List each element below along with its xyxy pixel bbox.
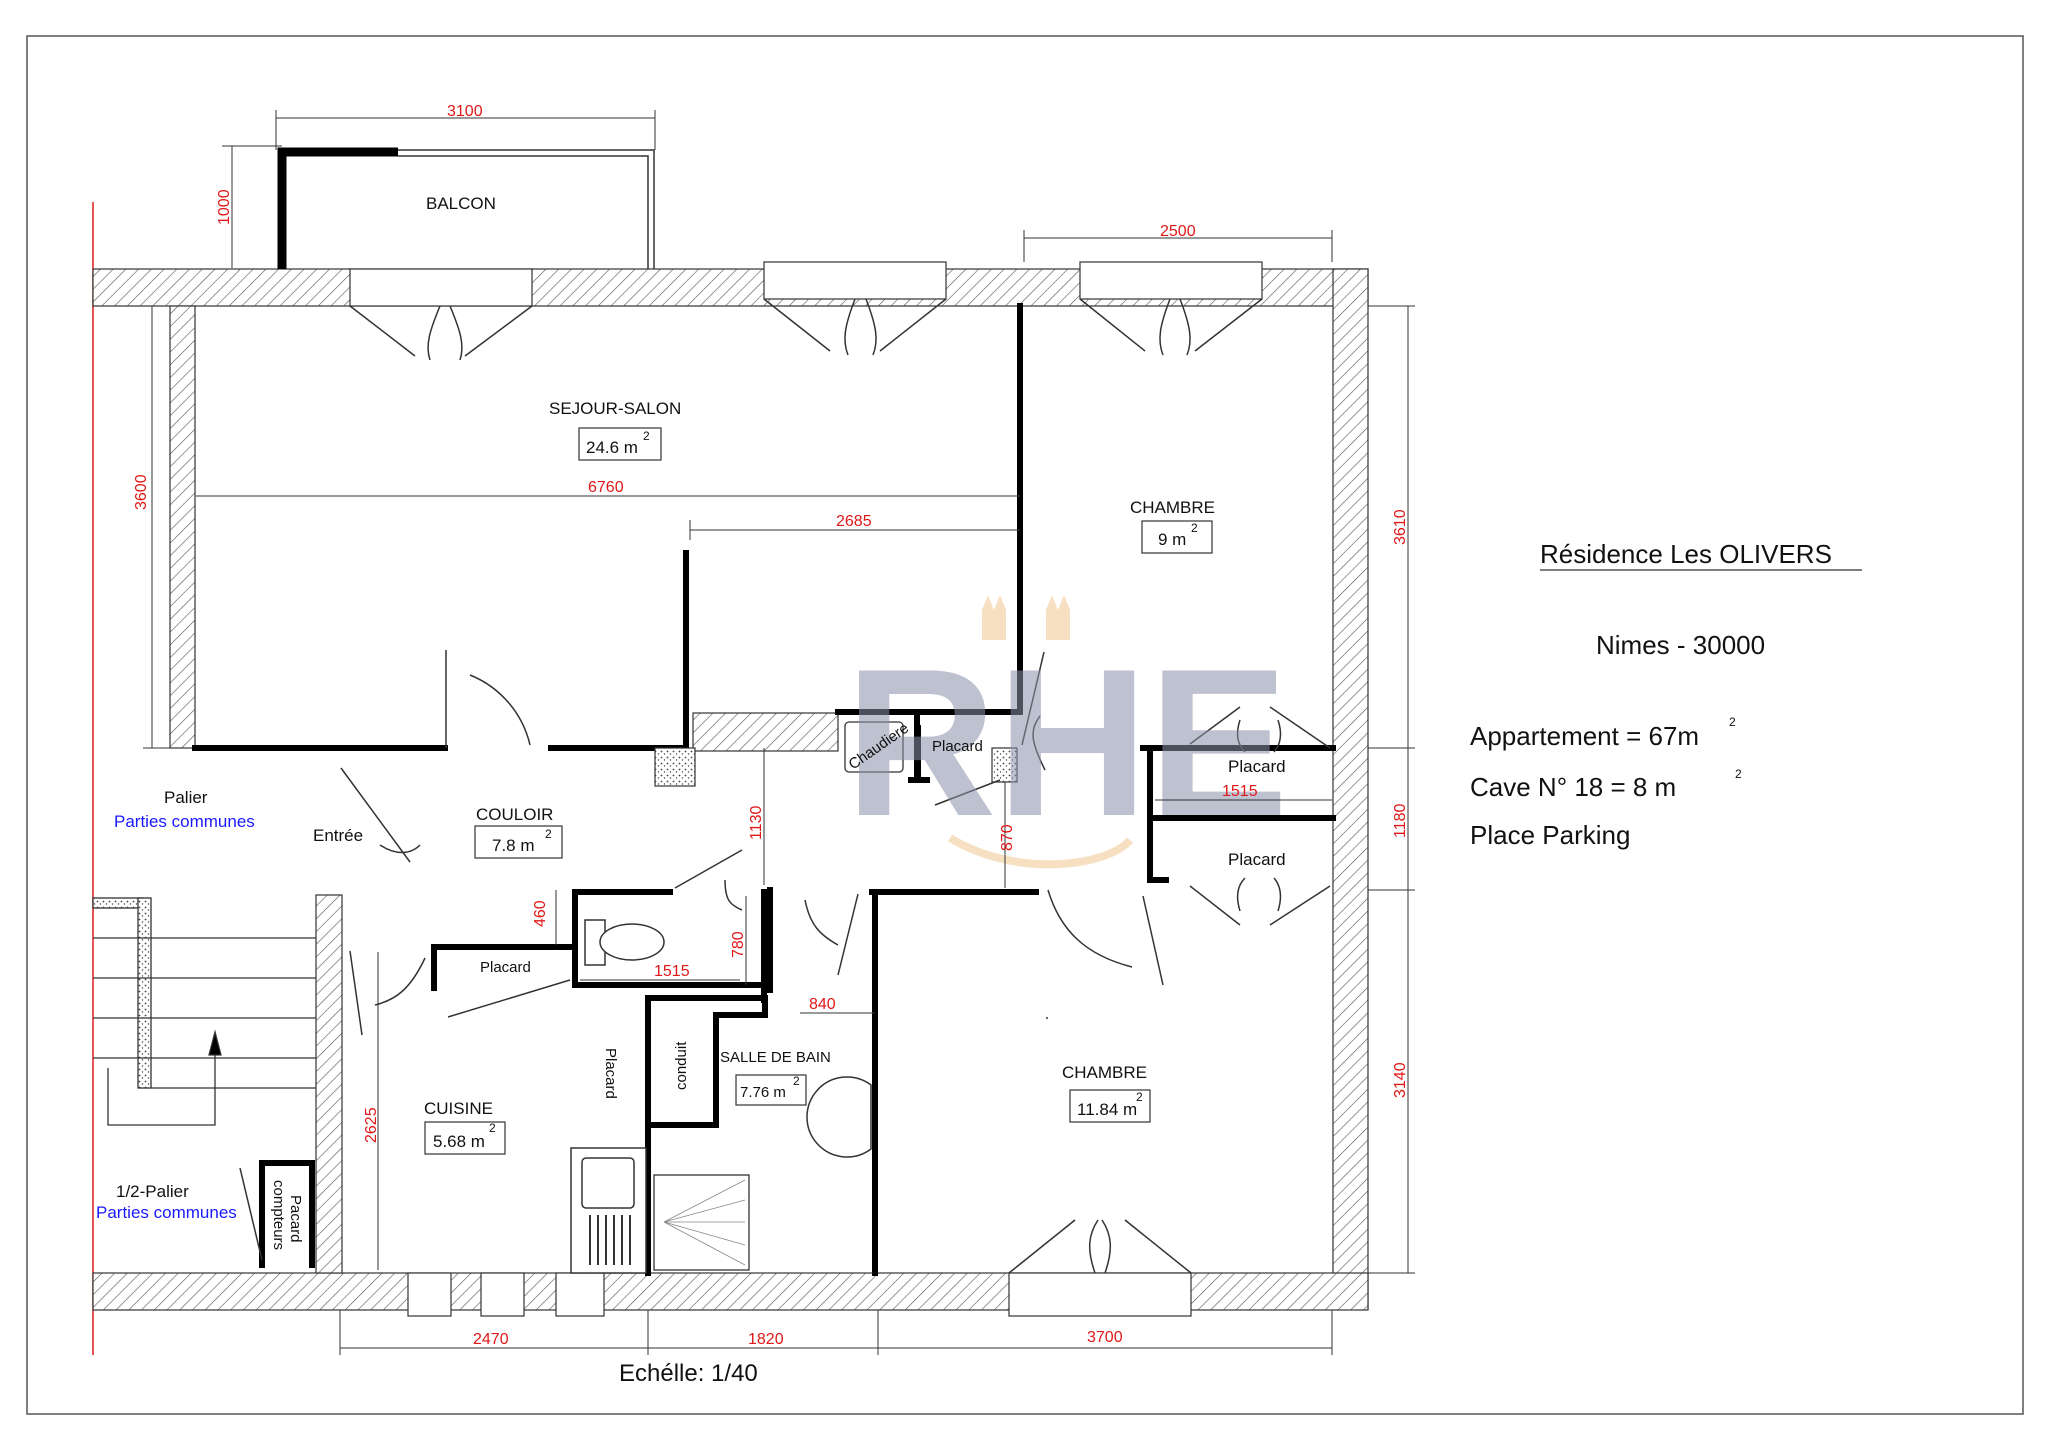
dim-1000: 1000 <box>216 189 233 225</box>
room-area-sup-sejour: 2 <box>643 429 650 443</box>
room-label-cuisine: CUISINE <box>424 1099 493 1118</box>
dim-3100: 3100 <box>447 103 483 120</box>
room-label-sdb: SALLE DE BAIN <box>720 1049 831 1066</box>
room-area-sup-couloir: 2 <box>545 827 552 841</box>
room-label-chambre-2: CHAMBRE <box>1062 1063 1147 1082</box>
svg-text:RHE: RHE <box>845 625 1288 860</box>
meter-cabinet <box>259 747 1018 1268</box>
boiler <box>844 721 904 773</box>
dim-460: 460 <box>532 900 549 927</box>
interior-walls <box>192 303 1336 1276</box>
room-label-balcon: BALCON <box>426 194 496 213</box>
dim-2685: 2685 <box>836 513 872 530</box>
residence-name: Résidence Les OLIVERS <box>1540 539 1832 569</box>
dim-2500: 2500 <box>1160 223 1196 240</box>
shower <box>653 1174 750 1271</box>
room-area-sejour: 24.6 m <box>586 438 638 457</box>
half-landing-label: 1/2-Palier <box>116 1182 189 1201</box>
dim-1820: 1820 <box>748 1331 784 1348</box>
room-area-chambre-2: 11.84 m <box>1077 1100 1137 1119</box>
dim-2625: 2625 <box>363 1107 380 1143</box>
balcony <box>277 147 655 269</box>
toilet <box>584 919 665 966</box>
apartment-area-sup: 2 <box>1729 715 1736 729</box>
kitchen-sink <box>570 1147 647 1274</box>
dim-870: 870 <box>999 824 1016 851</box>
dim-2470: 2470 <box>473 1331 509 1348</box>
room-area-sup-chambre-2: 2 <box>1136 1090 1143 1104</box>
room-area-cuisine: 5.68 m <box>433 1132 485 1151</box>
landing-sub-label: Parties communes <box>114 812 255 831</box>
meter-cabinet-label-2: compteurs <box>270 1180 287 1250</box>
room-label-couloir: COULOIR <box>476 805 553 824</box>
room-area-sup-sdb: 2 <box>793 1074 800 1088</box>
landing-label: Palier <box>164 788 208 807</box>
stairs <box>92 897 316 1126</box>
dim-1515-wc: 1515 <box>654 963 690 980</box>
entrance-label: Entrée <box>313 826 363 845</box>
parking: Place Parking <box>1470 820 1630 850</box>
dim-840: 840 <box>809 996 836 1013</box>
dim-780: 780 <box>730 931 747 958</box>
dim-1515-closet: 1515 <box>1222 783 1258 800</box>
apartment-area: Appartement = 67m <box>1470 721 1699 751</box>
room-label-placard-chambre-2: Placard <box>1228 850 1286 869</box>
room-label-placard-chambre-1: Placard <box>1228 757 1286 776</box>
dim-3610: 3610 <box>1392 509 1409 545</box>
meter-cabinet-label-1: Pacard <box>287 1195 304 1243</box>
dimension-lines <box>143 110 1415 1355</box>
dim-3700: 3700 <box>1087 1329 1123 1346</box>
room-label-sejour: SEJOUR-SALON <box>549 399 681 418</box>
room-area-sup-cuisine: 2 <box>489 1121 496 1135</box>
dim-1180: 1180 <box>1392 803 1409 838</box>
dim-6760: 6760 <box>588 479 624 496</box>
cellar-area-sup: 2 <box>1735 767 1742 781</box>
room-area-sup-chambre-1: 2 <box>1191 521 1198 535</box>
page-frame <box>26 35 2024 1415</box>
city: Nimes - 30000 <box>1596 630 1765 660</box>
dim-3600: 3600 <box>133 474 150 510</box>
room-area-chambre-1: 9 m <box>1158 530 1186 549</box>
windows <box>349 261 1263 1317</box>
room-label-placard-couloir: Placard <box>480 959 531 976</box>
watermark: RHE <box>845 595 1288 869</box>
room-label-placard-chaudiere: Placard <box>932 738 983 755</box>
cellar-area: Cave N° 18 = 8 m <box>1470 772 1676 802</box>
doors <box>239 650 1331 1261</box>
half-landing-sub-label: Parties communes <box>96 1203 237 1222</box>
washbasin <box>806 1076 872 1158</box>
room-area-sdb: 7.76 m <box>740 1084 786 1101</box>
room-label-conduit: conduit <box>673 1041 690 1090</box>
dim-1130: 1130 <box>748 805 765 840</box>
dim-3140: 3140 <box>1392 1062 1409 1098</box>
room-label-placard-cuisine: Placard <box>602 1048 619 1099</box>
area-boxes <box>424 427 1213 1155</box>
room-label-chambre-1: CHAMBRE <box>1130 498 1215 517</box>
scale-label: Echélle: 1/40 <box>619 1360 758 1387</box>
room-area-couloir: 7.8 m <box>492 836 535 855</box>
window-casements <box>349 298 1263 1274</box>
